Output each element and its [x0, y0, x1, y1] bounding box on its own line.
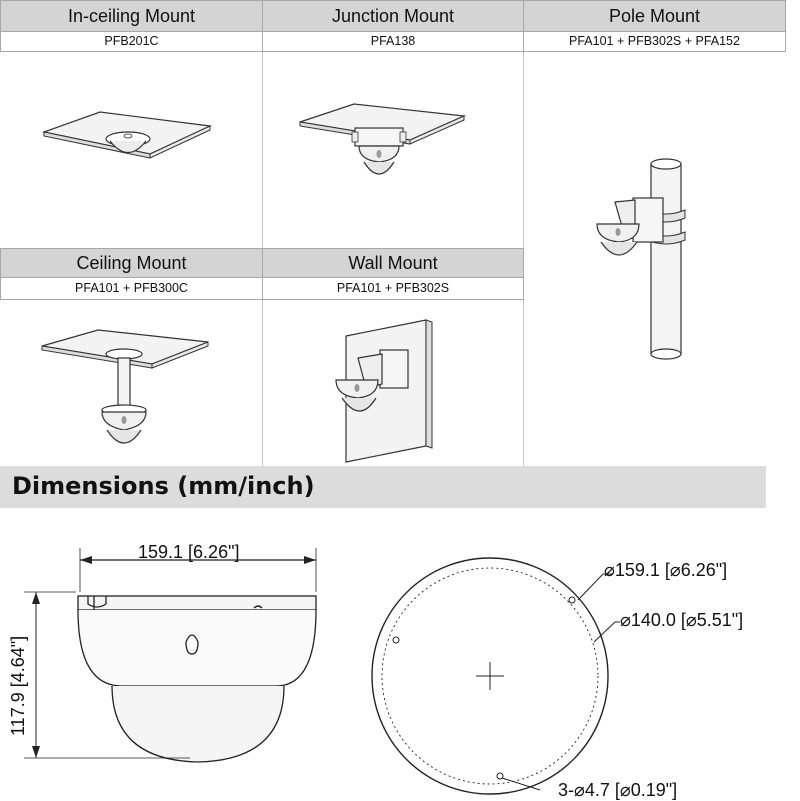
mount-title-in-ceiling: In-ceiling Mount	[0, 0, 263, 32]
mount-model-junction: PFA138	[262, 32, 524, 52]
mount-model-wall: PFA101 + PFB302S	[262, 278, 524, 300]
outer-diameter-label: ⌀159.1 [⌀6.26"]	[604, 560, 728, 580]
mount-title-wall: Wall Mount	[262, 248, 524, 278]
width-dimension-label: 159.1 [6.26"]	[138, 542, 240, 562]
mount-title-pole: Pole Mount	[523, 0, 786, 32]
dimensions-heading: Dimensions (mm/inch)	[12, 472, 315, 500]
junction-mount-illustration	[262, 52, 524, 248]
ceiling-mount-illustration	[0, 300, 263, 466]
mounting-holes-label: 3-⌀4.7 [⌀0.19"]	[558, 780, 678, 800]
dimensions-drawing: 159.1 [6.26"] 117.9 [4.64"] ⌀159.1 [⌀6.2…	[0, 508, 800, 800]
top-view-drawing	[371, 557, 620, 795]
in-ceiling-mount-illustration	[0, 52, 263, 248]
mount-model-in-ceiling: PFB201C	[0, 32, 263, 52]
mount-title-junction: Junction Mount	[262, 0, 524, 32]
mount-title-ceiling: Ceiling Mount	[0, 248, 263, 278]
inner-diameter-label: ⌀140.0 [⌀5.51"]	[620, 610, 744, 630]
dimensions-section-header: Dimensions (mm/inch)	[0, 466, 766, 508]
mount-model-ceiling: PFA101 + PFB300C	[0, 278, 263, 300]
side-view-drawing	[24, 548, 317, 763]
height-dimension-label: 117.9 [4.64"]	[8, 635, 28, 736]
wall-mount-illustration	[262, 300, 524, 466]
mount-model-pole: PFA101 + PFB302S + PFA152	[523, 32, 786, 52]
mount-options-table: In-ceiling Mount Junction Mount Pole Mou…	[0, 0, 786, 466]
pole-mount-illustration	[523, 52, 786, 466]
